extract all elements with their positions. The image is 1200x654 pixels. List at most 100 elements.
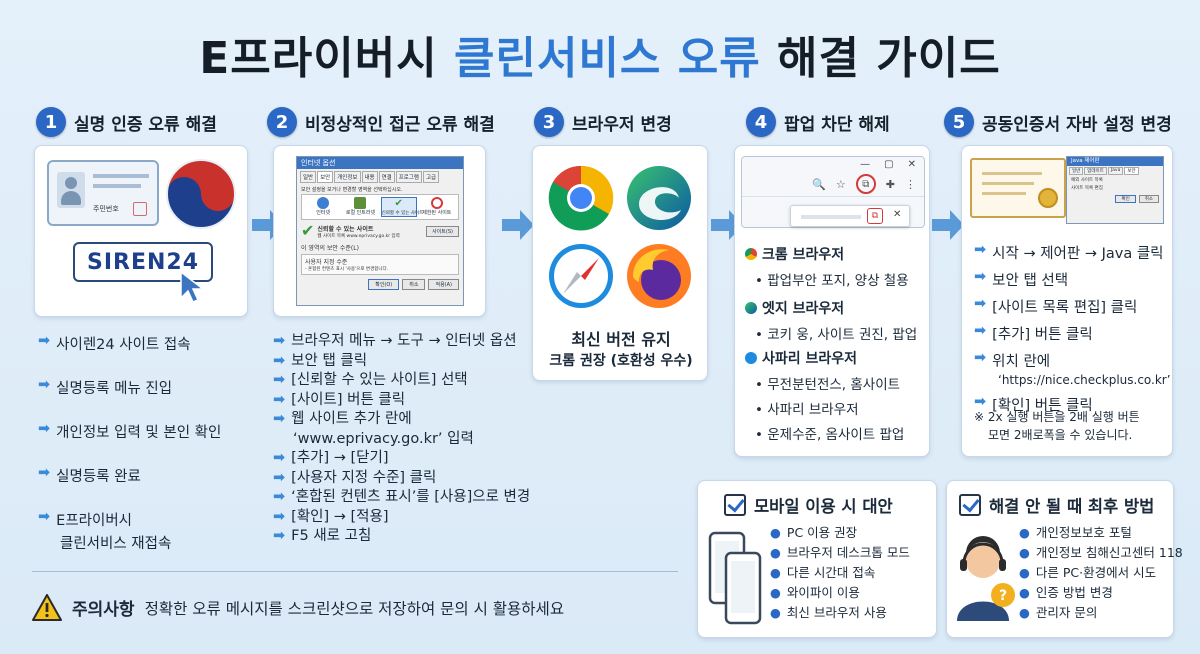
panel-browsers: 최신 버전 유지 크롬 권장 (호환성 우수) <box>532 145 708 381</box>
list-item: ➡시작 → 제어판 → Java 클릭 <box>974 242 1164 262</box>
internet-options-dialog: 인터넷 옵션 일반 보안 개인정보 내용 연결 프로그램 고급 보안 설정을 보… <box>296 156 464 306</box>
java-dialog-title: Java 제어판 <box>1067 157 1163 166</box>
zoom-icon[interactable]: 🔍 <box>812 177 826 191</box>
java-option-1[interactable]: 예외 사이트 목록 <box>1071 178 1103 183</box>
zone-trusted[interactable]: ✔ 신뢰할 수 있는 사이트 <box>380 197 424 217</box>
java-steps-list: ➡시작 → 제어판 → Java 클릭 ➡보안 탭 선택 ➡[사이트 목록 편집… <box>974 242 1172 423</box>
java-cancel-button[interactable]: 취소 <box>1138 195 1159 203</box>
internet-options-steps-list: ➡브라우저 메뉴 → 도구 → 인터넷 옵션 ➡보안 탭 클릭 ➡[신뢰할 수 … <box>273 332 553 547</box>
browser-guide-list: 크롬 브라우저 • 팝업부안 포지, 양상 철용 엣지 브라우저 • 코키 웅,… <box>745 244 929 443</box>
dialog-tabs: 일반 보안 개인정보 내용 연결 프로그램 고급 <box>297 169 463 185</box>
tab-privacy[interactable]: 개인정보 <box>334 171 361 183</box>
big-checkmark-icon: ✔ <box>301 221 315 240</box>
apply-button[interactable]: 적용(A) <box>428 279 459 290</box>
safari-guide-desc-3: • 운제수준, 옴사이트 팝업 <box>755 427 905 443</box>
step-number: 2 <box>267 107 297 137</box>
list-item: ‘www.eprivacy.go.kr’ 입력 <box>293 430 474 447</box>
safari-small-icon <box>745 352 757 364</box>
list-item: ➡웹 사이트 추가 란에 <box>273 411 412 427</box>
java-control-panel: Java 제어판 일반 업데이트 Java 보안 예외 사이트 목록 사이트 목… <box>1066 156 1164 224</box>
list-item: ➡[확인] → [적용] <box>273 508 389 525</box>
arrow-right-icon <box>502 210 534 240</box>
mobile-alternatives-list: ●PC 이용 권장 ●브라우저 데스크톱 모드 ●다른 시간대 접속 ●와이파이… <box>770 523 910 623</box>
list-item: ●최신 브라우저 사용 <box>770 605 887 620</box>
chrome-small-icon <box>745 248 757 260</box>
list-item: ●와이파이 이용 <box>770 585 860 600</box>
mobile-box-title: 모바일 이용 시 대안 <box>754 497 893 516</box>
java-option-2[interactable]: 사이트 목록 편집 <box>1071 186 1103 191</box>
arrow-right-icon <box>932 210 964 240</box>
java-tab-java[interactable]: Java <box>1107 167 1124 175</box>
java-tab-update[interactable]: 업데이트 <box>1084 167 1107 175</box>
java-tab-security[interactable]: 보안 <box>1124 167 1139 175</box>
menu-dots-icon[interactable]: ⋮ <box>905 177 916 191</box>
step-number: 1 <box>36 107 66 137</box>
tab-connection[interactable]: 연결 <box>378 171 395 183</box>
step-1-header: 1 실명 인증 오류 해결 <box>36 107 217 137</box>
tab-programs[interactable]: 프로그램 <box>395 171 422 183</box>
tab-general[interactable]: 일반 <box>300 171 317 183</box>
intranet-icon <box>354 197 367 209</box>
custom-level-desc: - 혼합된 컨텐츠 표시 '사용'으로 변경합니다. <box>305 267 389 272</box>
zone-internet[interactable]: 인터넷 <box>306 197 340 217</box>
siren24-logo[interactable]: SIREN24 <box>73 242 213 282</box>
edge-icon[interactable] <box>625 164 693 232</box>
panel-popup: — ▢ ✕ 🔍 ☆ ⧉ ✚ ⋮ ⧉ ✕ 크롬 브라우저 • 팝업부안 포지, 양… <box>734 145 930 457</box>
firefox-icon[interactable] <box>625 242 693 310</box>
maximize-icon[interactable]: ▢ <box>884 159 894 170</box>
tab-advanced[interactable]: 고급 <box>423 171 440 183</box>
popup-close-icon[interactable]: ✕ <box>893 209 902 220</box>
custom-level-label: 사용자 지정 수준 <box>305 259 348 266</box>
checkmark-icon: ✔ <box>394 198 403 209</box>
step-2-header: 2 비정상적인 접근 오류 해결 <box>267 107 495 137</box>
safari-guide-desc-2: • 사파리 브라우저 <box>755 402 859 418</box>
zone-intranet[interactable]: 로컬 인트라넷 <box>343 197 377 217</box>
taegeuk-emblem-icon <box>166 159 236 229</box>
warning-icon <box>32 594 62 621</box>
list-item: ‘https://nice.checkplus.co.kr’ 입력 <box>998 373 1172 387</box>
extensions-icon[interactable]: ✚ <box>885 177 895 191</box>
safari-guide-desc: • 무전분턴전스, 홈사이트 <box>755 377 901 393</box>
zone-list: 인터넷 로컬 인트라넷 ✔ 신뢰할 수 있는 사이트 제한된 사이트 <box>301 194 459 220</box>
edge-guide-desc: • 코키 웅, 사이트 권진, 팝업 <box>755 327 918 343</box>
chrome-icon[interactable] <box>547 164 615 232</box>
seal-icon <box>1038 188 1058 208</box>
step-title: 브라우저 변경 <box>572 114 672 135</box>
sites-button[interactable]: 사이트(S) <box>426 225 459 237</box>
java-ok-button[interactable]: 확인 <box>1115 195 1136 203</box>
step-number: 3 <box>534 107 564 137</box>
globe-icon <box>317 197 330 209</box>
list-item: ➡‘혼합된 컨텐츠 표시’를 [사용]으로 변경 <box>273 489 531 505</box>
popup-bubble: ⧉ ✕ <box>790 205 910 227</box>
browser-caption-1: 최신 버전 유지 <box>571 330 671 349</box>
phone-icon <box>708 531 762 625</box>
list-item: ➡보안 탭 클릭 <box>273 352 368 369</box>
tab-content[interactable]: 내용 <box>361 171 378 183</box>
checkbox-icon <box>959 494 981 516</box>
browser-caption-2: 크롬 권장 (호환성 우수) <box>549 353 693 369</box>
java-tab-general[interactable]: 일반 <box>1069 167 1084 175</box>
card-label: 주민번호 <box>93 205 119 213</box>
step-3-header: 3 브라우저 변경 <box>534 107 672 137</box>
warning-text: 정확한 오류 메시지를 스크린샷으로 저장하여 문의 시 활용하세요 <box>144 599 565 618</box>
list-item: ●개인정보 침해신고센터 118 <box>1019 545 1183 560</box>
panel-java: Java 제어판 일반 업데이트 Java 보안 예외 사이트 목록 사이트 목… <box>961 145 1173 457</box>
tab-security[interactable]: 보안 <box>317 171 334 183</box>
popup-open-icon[interactable]: ⧉ <box>867 208 883 224</box>
list-item: ➡[사용자 지정 수준] 클릭 <box>273 469 437 486</box>
browser-window: — ▢ ✕ 🔍 ☆ ⧉ ✚ ⋮ ⧉ ✕ <box>741 156 925 228</box>
certificate-icon <box>970 158 1066 218</box>
support-agent-icon: ? <box>957 536 1015 621</box>
star-icon[interactable]: ☆ <box>835 177 846 191</box>
close-icon[interactable]: ✕ <box>907 159 916 170</box>
popup-blocked-icon[interactable]: ⧉ <box>855 174 876 194</box>
cancel-button[interactable]: 취소 <box>402 279 426 290</box>
safari-icon[interactable] <box>547 242 615 310</box>
list-item: ➡[사이트 목록 편집] 클릭 <box>974 296 1138 316</box>
edge-small-icon <box>745 302 757 314</box>
no-entry-icon <box>430 197 443 209</box>
ok-button[interactable]: 확인(O) <box>368 279 400 290</box>
warning-banner: 주의사항 정확한 오류 메시지를 스크린샷으로 저장하여 문의 시 활용하세요 <box>32 594 564 621</box>
zone-restricted[interactable]: 제한된 사이트 <box>420 197 454 217</box>
minimize-icon[interactable]: — <box>860 159 871 170</box>
